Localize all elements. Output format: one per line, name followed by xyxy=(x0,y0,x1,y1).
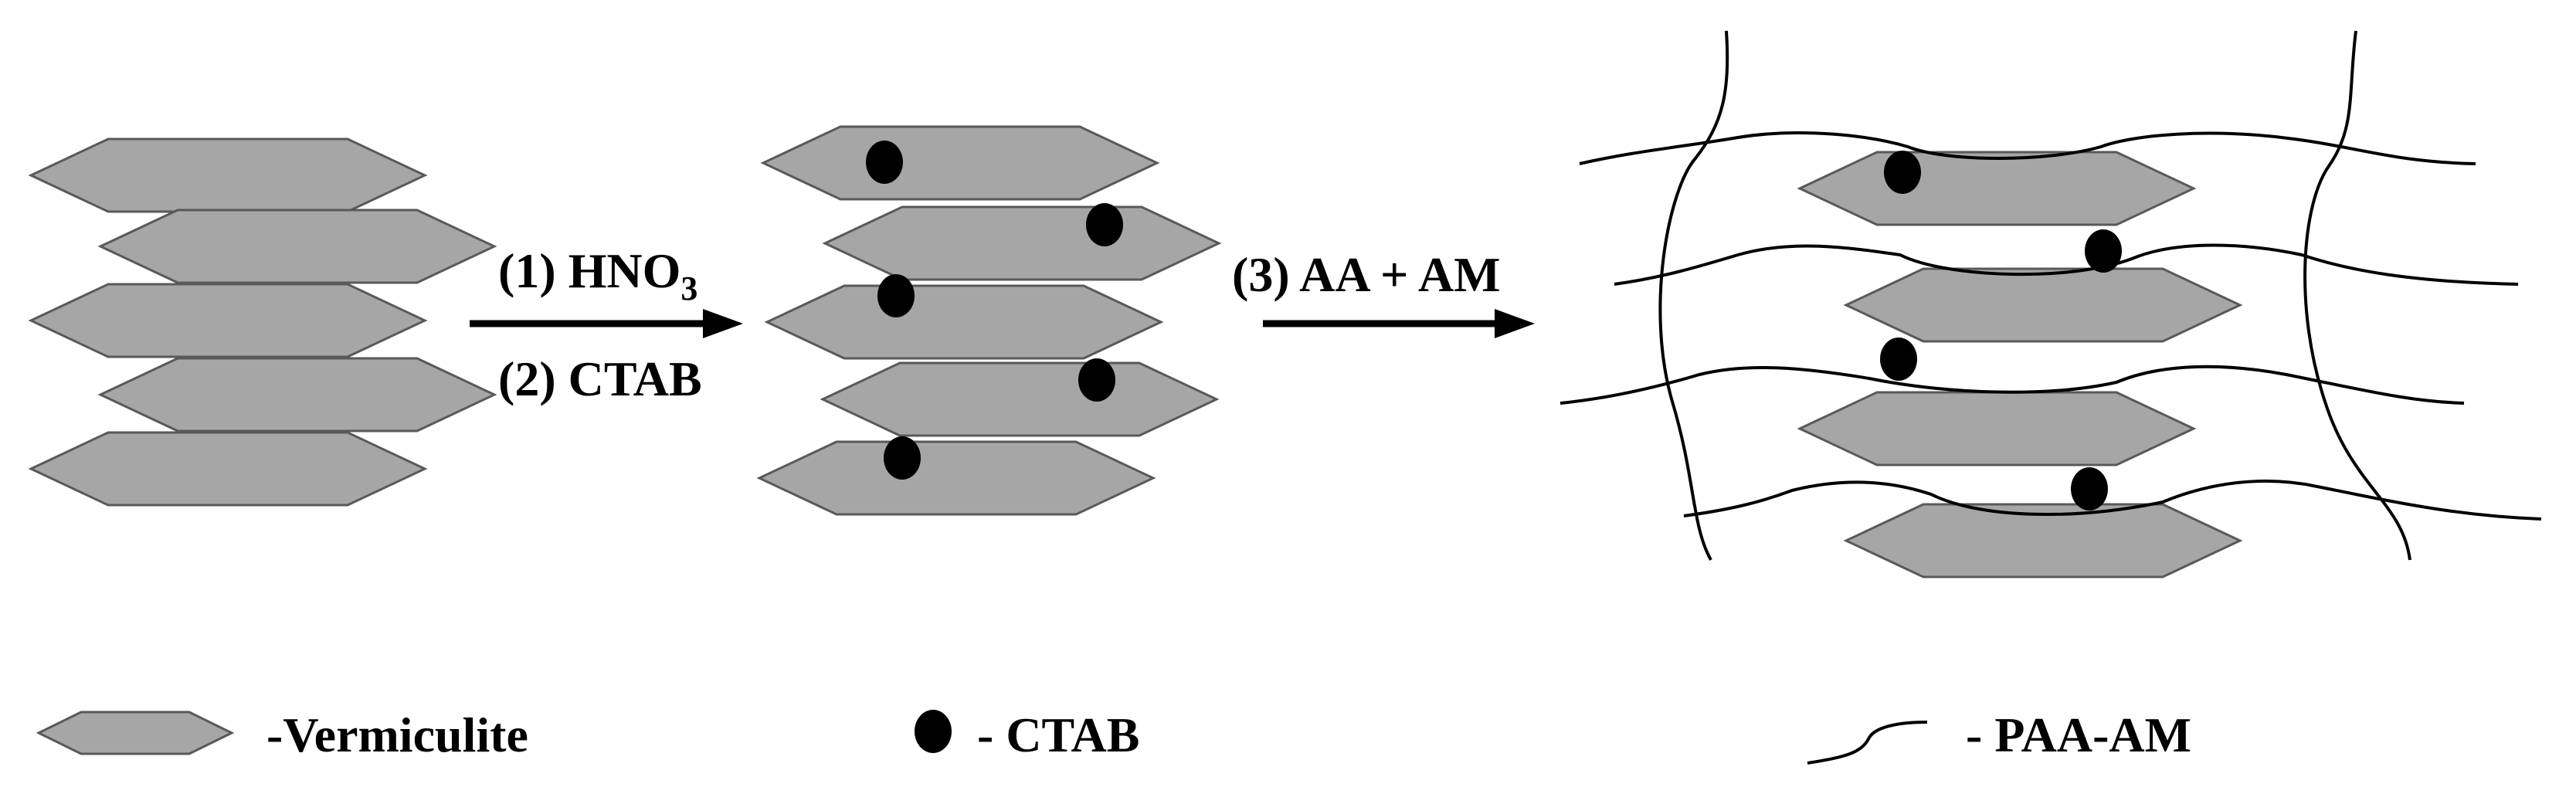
legend: -Vermiculite - CTAB - PAA-AM xyxy=(37,707,2191,765)
legend-vermiculite-label: -Vermiculite xyxy=(266,707,528,762)
vermiculite-sheet xyxy=(1798,151,2195,226)
composite-network xyxy=(1560,30,2542,578)
polymer-chain xyxy=(1579,131,2476,165)
ctab-dot xyxy=(877,274,915,317)
vermiculite-sheet xyxy=(99,209,496,284)
polymer-chain xyxy=(1658,30,1729,561)
polymer-chain xyxy=(1560,365,2465,405)
polymer-chain xyxy=(1614,243,2519,286)
step-1-2-arrow xyxy=(470,309,743,338)
right-arrow-icon xyxy=(1495,309,1535,338)
ctab-dot xyxy=(866,141,903,184)
vermiculite-stack-ctab xyxy=(758,125,1220,516)
black-dot-icon xyxy=(915,710,952,753)
curve-line-icon xyxy=(1807,721,1928,765)
vermiculite-sheet xyxy=(823,205,1220,281)
ctab-dot xyxy=(1884,151,1921,194)
vermiculite-sheet xyxy=(758,440,1155,516)
vermiculite-stack-raw xyxy=(29,137,496,507)
vermiculite-sheet xyxy=(29,137,426,213)
vermiculite-sheet xyxy=(762,125,1159,201)
vermiculite-sheet xyxy=(99,357,496,433)
hexagon-sheet-icon xyxy=(37,711,233,755)
legend-paa-am-label: - PAA-AM xyxy=(1966,707,2191,762)
vermiculite-sheet xyxy=(29,431,426,507)
ctab-dot xyxy=(1086,203,1123,246)
ctab-dot xyxy=(1078,358,1115,402)
vermiculite-sheet xyxy=(1845,267,2242,343)
polymer-chain xyxy=(1683,479,2542,521)
vermiculite-sheet xyxy=(1798,391,2195,466)
polymer-chain xyxy=(2303,30,2411,561)
step-3-label: (3) AA + AM xyxy=(1232,247,1501,302)
vermiculite-sheet xyxy=(765,284,1162,360)
vermiculite-sheet xyxy=(29,283,426,358)
ctab-dot xyxy=(1880,338,1917,381)
legend-ctab-label: - CTAB xyxy=(977,707,1139,762)
step-2-label: (2) CTAB xyxy=(498,351,702,406)
paa-am-chains xyxy=(1560,30,2542,561)
ctab-dot xyxy=(2085,229,2122,273)
right-arrow-icon xyxy=(703,309,743,338)
step-1-label: (1) HNO3 xyxy=(498,243,697,307)
ctab-dot xyxy=(884,436,921,480)
step-3-arrow xyxy=(1263,309,1535,338)
vermiculite-sheet xyxy=(821,361,1218,437)
ctab-dot xyxy=(2071,467,2108,511)
